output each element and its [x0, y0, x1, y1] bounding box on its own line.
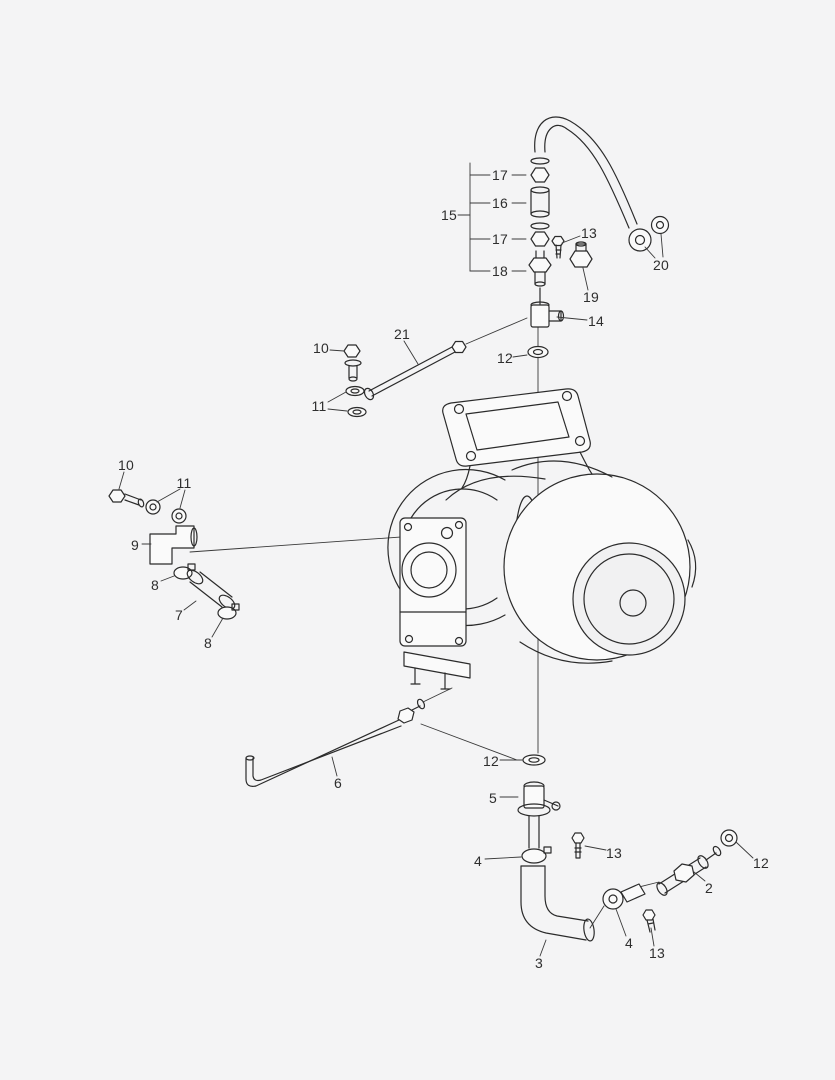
callout-4: 4	[474, 853, 482, 869]
callout-6: 6	[334, 775, 342, 791]
callout-12: 12	[497, 350, 513, 366]
callout-20: 20	[653, 257, 669, 273]
callout-5: 5	[489, 790, 497, 806]
callout-17: 17	[492, 167, 508, 183]
callout-9: 9	[131, 537, 139, 553]
callout-12: 12	[483, 753, 499, 769]
callout-16: 16	[492, 195, 508, 211]
callout-21: 21	[394, 326, 410, 342]
callout-18: 18	[492, 263, 508, 279]
callout-4: 4	[625, 935, 633, 951]
callout-10: 10	[313, 340, 329, 356]
callout-11: 11	[176, 475, 192, 491]
callout-14: 14	[588, 313, 604, 329]
callout-8: 8	[204, 635, 212, 651]
oil-supply-line-group	[528, 117, 669, 358]
callout-3: 3	[535, 955, 543, 971]
callout-17: 17	[492, 231, 508, 247]
callout-15: 15	[441, 207, 457, 223]
oil-feed-tube-group	[344, 342, 466, 417]
callout-8: 8	[151, 577, 159, 593]
drain-elbow-group	[518, 755, 737, 942]
callout-11: 11	[311, 398, 327, 414]
callout-13: 13	[606, 845, 622, 861]
leader-lines	[119, 163, 753, 956]
callout-7: 7	[175, 607, 183, 623]
turbocharger-body	[388, 389, 696, 689]
callout-2: 2	[705, 880, 713, 896]
callout-19: 19	[583, 289, 599, 305]
callout-13: 13	[581, 225, 597, 241]
callout-10: 10	[118, 457, 134, 473]
callout-12: 12	[753, 855, 769, 871]
association-lines	[190, 318, 538, 760]
oil-drain-tube-group	[246, 698, 426, 786]
coolant-line-group	[109, 490, 239, 619]
callout-13: 13	[649, 945, 665, 961]
